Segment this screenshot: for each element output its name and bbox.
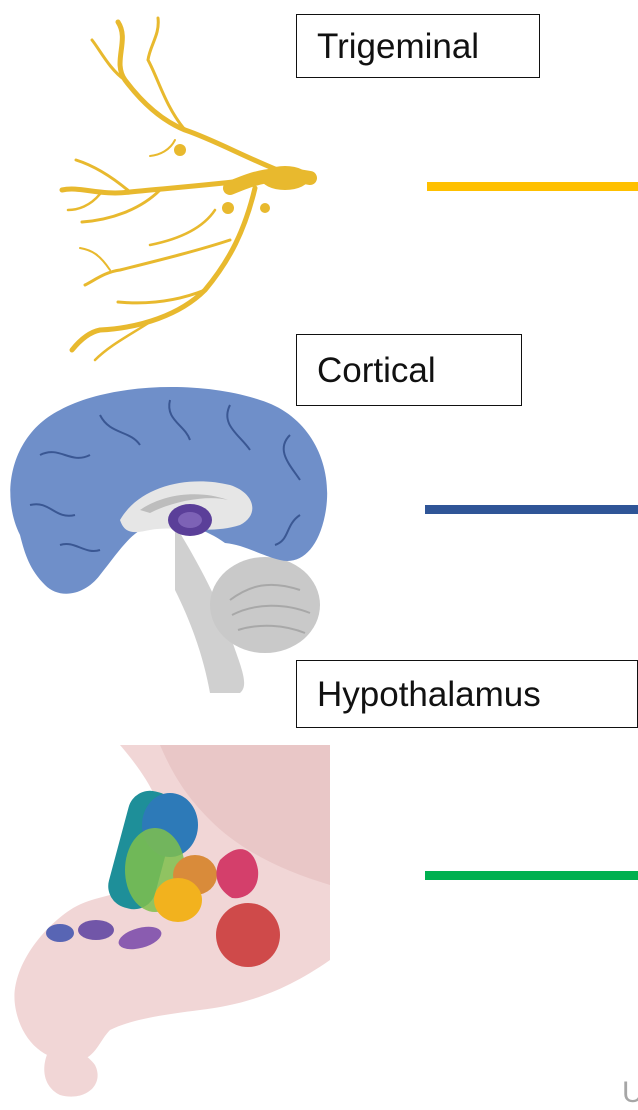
- hypothalamus-connector-line: [425, 871, 638, 880]
- trigeminal-nerve-illustration: [0, 10, 330, 370]
- trigeminal-label: Trigeminal: [296, 14, 540, 78]
- cortical-label: Cortical: [296, 334, 522, 406]
- cortical-connector-line: [425, 505, 638, 514]
- trigeminal-connector-line: [427, 182, 638, 191]
- hypothalamus-illustration: [0, 740, 330, 1105]
- hypothalamus-label: Hypothalamus: [296, 660, 638, 728]
- cortical-label-text: Cortical: [317, 353, 436, 388]
- trigeminal-label-text: Trigeminal: [317, 29, 479, 64]
- brain-sagittal-illustration: [0, 375, 330, 695]
- hypothalamus-label-text: Hypothalamus: [317, 677, 541, 712]
